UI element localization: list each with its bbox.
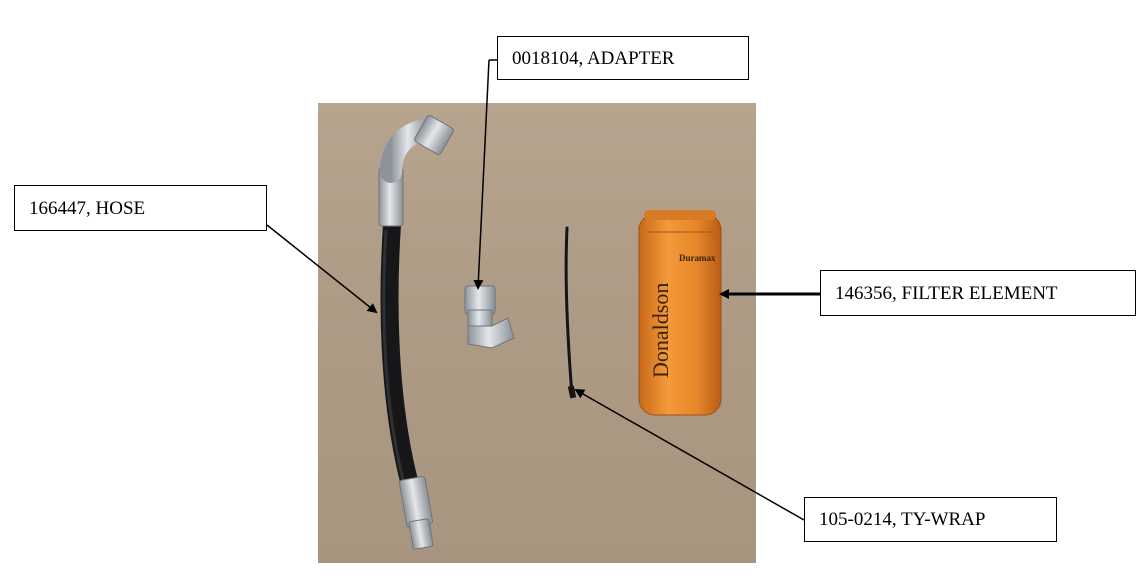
callout-filter-element: 146356, FILTER ELEMENT bbox=[820, 270, 1136, 316]
callout-hose-label: 166447, HOSE bbox=[29, 197, 146, 219]
callout-filter-label: 146356, FILTER ELEMENT bbox=[835, 282, 1058, 304]
callout-ty-wrap: 105-0214, TY-WRAP bbox=[804, 497, 1057, 542]
callout-adapter: 0018104, ADAPTER bbox=[497, 36, 749, 80]
filter-model-text: Duramax bbox=[679, 253, 716, 263]
leader-tywrap-arrow bbox=[574, 389, 805, 521]
callout-hose: 166447, HOSE bbox=[14, 185, 267, 231]
adapter bbox=[464, 285, 515, 349]
ty-wrap-head bbox=[567, 385, 577, 399]
callout-adapter-label: 0018104, ADAPTER bbox=[512, 47, 675, 69]
hose bbox=[378, 115, 454, 550]
ty-wrap bbox=[564, 226, 574, 397]
leader-hose-arrow bbox=[266, 224, 378, 314]
callout-tywrap-label: 105-0214, TY-WRAP bbox=[819, 509, 986, 530]
filter-element: Donaldson Duramax bbox=[638, 210, 722, 416]
leader-adapter-arrow bbox=[473, 59, 490, 290]
filter-brand-text: Donaldson bbox=[648, 283, 673, 378]
